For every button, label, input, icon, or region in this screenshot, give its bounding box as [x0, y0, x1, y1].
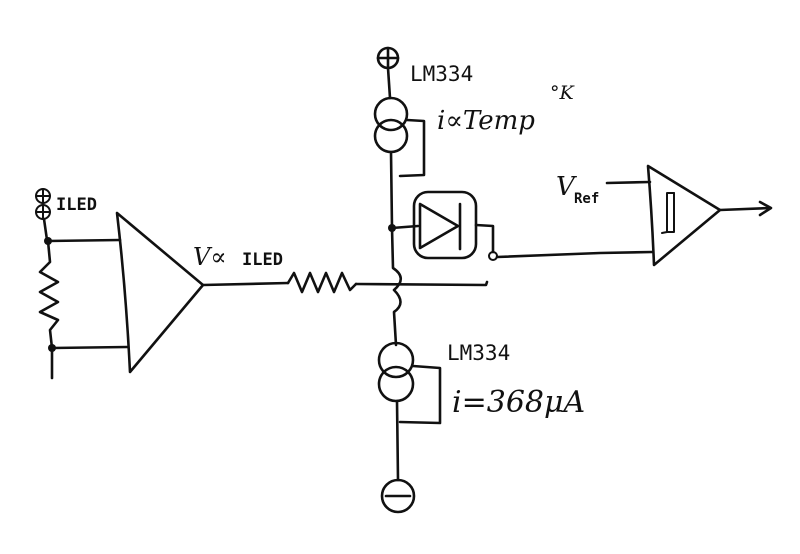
bottom-source-current-label: i=368μA	[452, 385, 585, 420]
top-source-relation-label: i∝Temp	[437, 106, 535, 136]
negative-supply-symbol	[380, 478, 416, 514]
series-resistor	[286, 271, 358, 294]
positive-supply-symbol	[376, 46, 400, 100]
diode	[390, 190, 495, 260]
top-source-part-label: LM334	[410, 62, 473, 86]
amp-output-label-sub: ILED	[242, 250, 283, 270]
reference-label: V	[556, 172, 577, 202]
sense-amplifier	[46, 211, 205, 374]
bottom-current-source	[377, 341, 442, 482]
amp-output-label: V∝	[193, 243, 227, 271]
horizontal-signal-wire	[354, 280, 489, 287]
left-led-source	[35, 188, 51, 242]
top-source-relation-unit: °K	[550, 82, 576, 104]
left-source-label: ILED	[56, 195, 97, 215]
sense-resistor	[38, 239, 60, 350]
reference-label-sub: Ref	[574, 191, 599, 207]
bottom-source-part-label: LM334	[447, 341, 510, 365]
amp-output-wire	[201, 281, 290, 287]
wire-to-comparator	[495, 250, 654, 259]
schmitt-comparator	[605, 164, 773, 267]
vertical-wire-hop	[390, 226, 403, 347]
top-current-source	[373, 96, 426, 230]
